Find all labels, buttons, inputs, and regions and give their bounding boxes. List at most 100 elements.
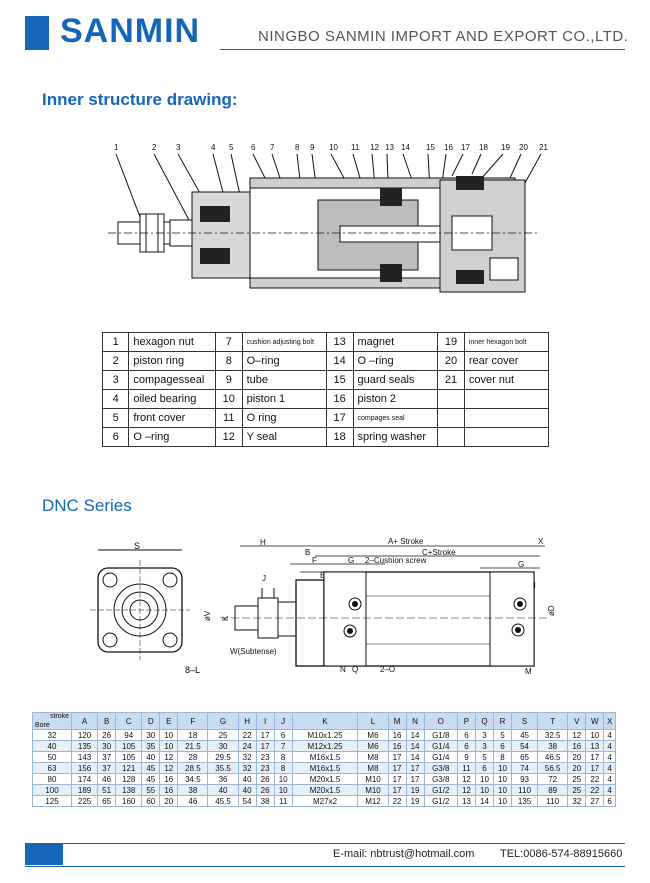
column-header: P: [456, 712, 476, 730]
table-cell: 10: [492, 773, 512, 785]
dim-label: M: [525, 667, 532, 676]
table-cell: 5: [474, 751, 494, 763]
dim-label: C+Stroke: [422, 548, 456, 557]
table-cell: 3: [474, 729, 494, 741]
dim-label: øD: [547, 605, 556, 616]
part-number: 14: [325, 351, 354, 371]
dim-label: F: [312, 556, 317, 565]
table-cell: 19: [405, 795, 425, 807]
section-title-dnc: DNC Series: [42, 496, 132, 515]
column-header: L: [357, 712, 389, 730]
table-cell: 50: [32, 751, 72, 763]
table-cell: 4: [603, 773, 616, 785]
table-cell: 156: [70, 762, 99, 774]
table-cell: M10: [357, 784, 389, 796]
end-view-drawing: S 8–L: [90, 541, 200, 675]
table-cell: 20: [567, 751, 587, 763]
part-number: [437, 389, 465, 409]
dim-label: N: [340, 665, 346, 674]
part-number: 5: [101, 408, 130, 428]
table-cell: 16: [159, 784, 179, 796]
table-cell: 25: [567, 784, 587, 796]
column-header: R: [492, 712, 512, 730]
table-cell: 65: [510, 751, 539, 763]
part-name: O ring: [241, 408, 327, 428]
table-cell: 16: [387, 740, 407, 752]
table-cell: M8: [357, 751, 389, 763]
table-cell: 128: [115, 773, 143, 785]
part-number-label: 11: [351, 143, 360, 152]
part-name: spring washer: [352, 427, 439, 447]
part-number-label: 6: [251, 143, 256, 152]
table-cell: M27x2: [291, 795, 359, 807]
table-cell: 135: [510, 795, 539, 807]
table-cell: M12x1.25: [291, 740, 359, 752]
table-cell: 37: [97, 762, 117, 774]
table-cell: 18: [177, 729, 209, 741]
table-cell: 17: [387, 762, 407, 774]
footer-bar: [25, 843, 625, 867]
logo-mark: [25, 16, 49, 50]
table-cell: 21.5: [177, 740, 209, 752]
part-number: 4: [101, 389, 130, 409]
part-name: tube: [241, 370, 327, 390]
table-cell: G1/4: [423, 740, 458, 752]
table-cell: 24: [237, 740, 257, 752]
table-cell: 14: [405, 729, 425, 741]
part-name: O–ring: [241, 351, 327, 371]
dim-label: H: [260, 538, 266, 547]
table-cell: 17: [255, 729, 275, 741]
table-cell: 40: [141, 751, 161, 763]
table-cell: 40: [207, 784, 239, 796]
part-number-label: 5: [229, 143, 234, 152]
part-number: 9: [214, 370, 243, 390]
part-name: inner hexagon bolt: [463, 332, 550, 352]
table-cell: 38: [255, 795, 275, 807]
table-cell: 37: [97, 751, 117, 763]
table-cell: M10x1.25: [291, 729, 359, 741]
table-cell: 28.5: [177, 762, 209, 774]
table-cell: 36: [207, 773, 239, 785]
dim-label: 8–L: [185, 665, 200, 675]
table-cell: 55: [141, 784, 161, 796]
table-cell: 35: [141, 740, 161, 752]
table-cell: 110: [510, 784, 539, 796]
table-cell: 20: [567, 762, 587, 774]
table-cell: 26: [97, 729, 117, 741]
table-cell: 35.5: [207, 762, 239, 774]
side-view-drawing: H B F E G A+ Stroke C+Stroke 2–Cushion s…: [203, 537, 556, 676]
table-cell: 63: [32, 762, 72, 774]
part-name: guard seals: [352, 370, 439, 390]
table-cell: 23: [255, 762, 275, 774]
column-header: C: [115, 712, 143, 730]
table-cell: 32: [567, 795, 587, 807]
table-cell: 17: [387, 784, 407, 796]
part-number-label: 17: [461, 143, 470, 152]
table-cell: 16: [159, 773, 179, 785]
table-cell: 8: [492, 751, 512, 763]
dim-label: G: [518, 560, 524, 569]
header-divider: [220, 49, 625, 50]
table-cell: G3/8: [423, 762, 458, 774]
column-header: J: [273, 712, 293, 730]
table-cell: M20x1.5: [291, 773, 359, 785]
table-cell: 22: [585, 784, 605, 796]
table-cell: 28: [177, 751, 209, 763]
part-number-label: 8: [295, 143, 300, 152]
column-header: N: [405, 712, 425, 730]
column-header: I: [255, 712, 275, 730]
table-cell: 7: [273, 740, 293, 752]
table-cell: 11: [456, 762, 476, 774]
table-cell: 74: [510, 762, 539, 774]
table-cell: 135: [70, 740, 99, 752]
table-cell: 6: [456, 740, 476, 752]
table-cell: M16x1.5: [291, 751, 359, 763]
part-name: piston 1: [241, 389, 327, 409]
table-cell: G1/4: [423, 751, 458, 763]
